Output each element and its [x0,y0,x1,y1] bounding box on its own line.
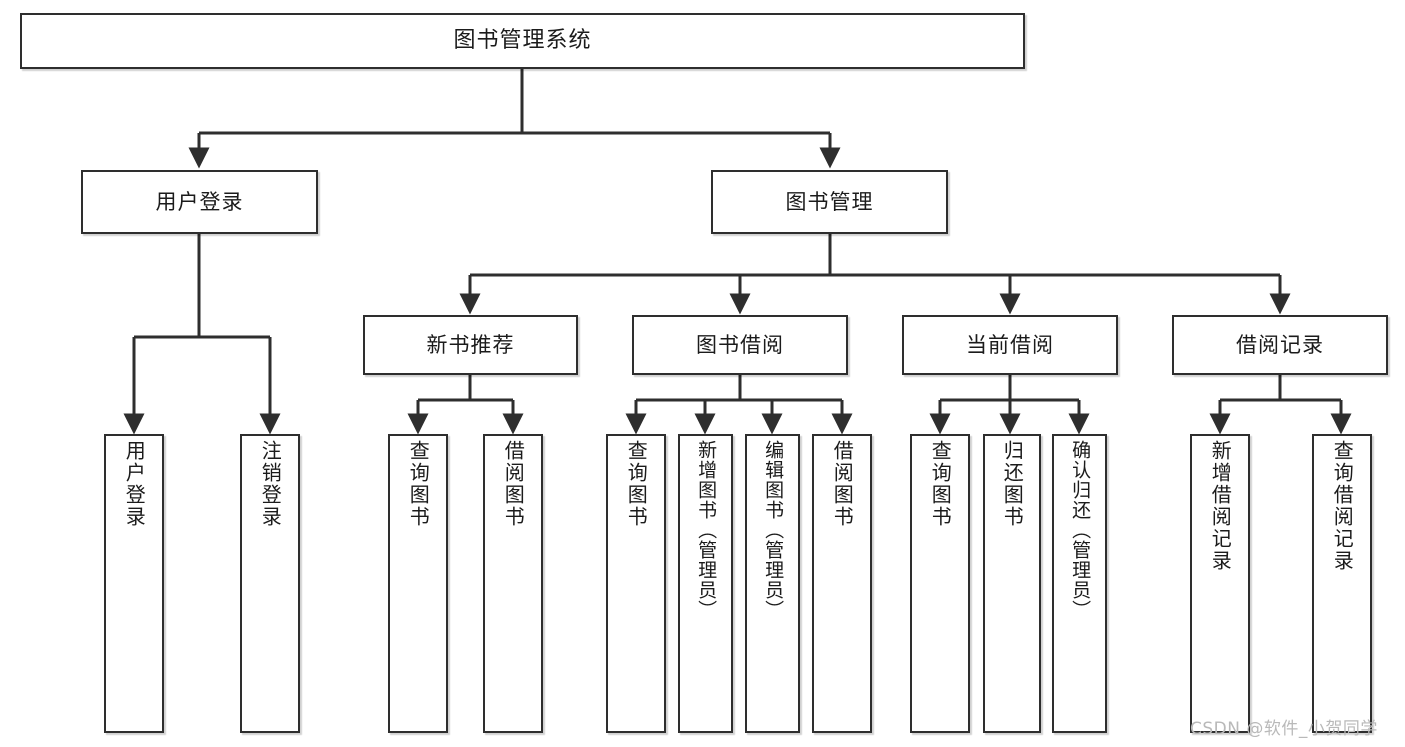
leaf-borrow-query-book[interactable]: 查询图书 [606,434,666,733]
leaf-current-query-book-label: 查询图书 [928,440,953,528]
leaf-user-logout[interactable]: 注销登录 [240,434,300,733]
leaf-recommend-borrow-book[interactable]: 借阅图书 [483,434,543,733]
node-book-manage[interactable]: 图书管理 [711,170,948,234]
leaf-record-query-label: 查询借阅记录 [1330,440,1355,572]
node-user-login-label: 用户登录 [155,189,244,214]
leaf-record-add-label: 新增借阅记录 [1208,440,1233,572]
leaf-recommend-borrow-book-label: 借阅图书 [501,440,526,528]
watermark: CSDN @软件_小贺同学 [1190,719,1378,739]
leaf-current-return-book[interactable]: 归还图书 [983,434,1041,733]
node-borrow-record[interactable]: 借阅记录 [1172,315,1388,375]
node-current-borrow-label: 当前借阅 [966,332,1054,357]
leaf-current-confirm-return-admin-label: 确认归还（管理员） [1069,440,1092,620]
node-book-manage-label: 图书管理 [785,189,874,214]
leaf-record-query[interactable]: 查询借阅记录 [1312,434,1372,733]
leaf-record-add[interactable]: 新增借阅记录 [1190,434,1250,733]
node-new-book-recommend-label: 新书推荐 [426,332,515,357]
leaf-user-logout-label: 注销登录 [258,440,283,528]
leaf-borrow-edit-book-admin[interactable]: 编辑图书（管理员） [745,434,800,733]
leaf-current-query-book[interactable]: 查询图书 [910,434,970,733]
leaf-current-confirm-return-admin[interactable]: 确认归还（管理员） [1052,434,1107,733]
node-borrow-record-label: 借阅记录 [1236,332,1324,357]
node-user-login[interactable]: 用户登录 [81,170,318,234]
leaf-borrow-add-book-admin-label: 新增图书（管理员） [695,440,718,620]
leaf-current-return-book-label: 归还图书 [1000,440,1025,528]
leaf-user-login[interactable]: 用户登录 [104,434,164,733]
node-root-label: 图书管理系统 [453,28,592,54]
node-book-borrow[interactable]: 图书借阅 [632,315,848,375]
leaf-borrow-borrow-book[interactable]: 借阅图书 [812,434,872,733]
leaf-borrow-query-book-label: 查询图书 [624,440,649,528]
node-book-borrow-label: 图书借阅 [696,332,784,357]
leaf-recommend-query-book-label: 查询图书 [406,440,431,528]
leaf-borrow-borrow-book-label: 借阅图书 [830,440,855,528]
node-root[interactable]: 图书管理系统 [20,13,1025,69]
node-new-book-recommend[interactable]: 新书推荐 [363,315,578,375]
node-current-borrow[interactable]: 当前借阅 [902,315,1118,375]
leaf-user-login-label: 用户登录 [122,440,147,528]
leaf-borrow-add-book-admin[interactable]: 新增图书（管理员） [678,434,733,733]
leaf-borrow-edit-book-admin-label: 编辑图书（管理员） [762,440,785,620]
leaf-recommend-query-book[interactable]: 查询图书 [388,434,448,733]
